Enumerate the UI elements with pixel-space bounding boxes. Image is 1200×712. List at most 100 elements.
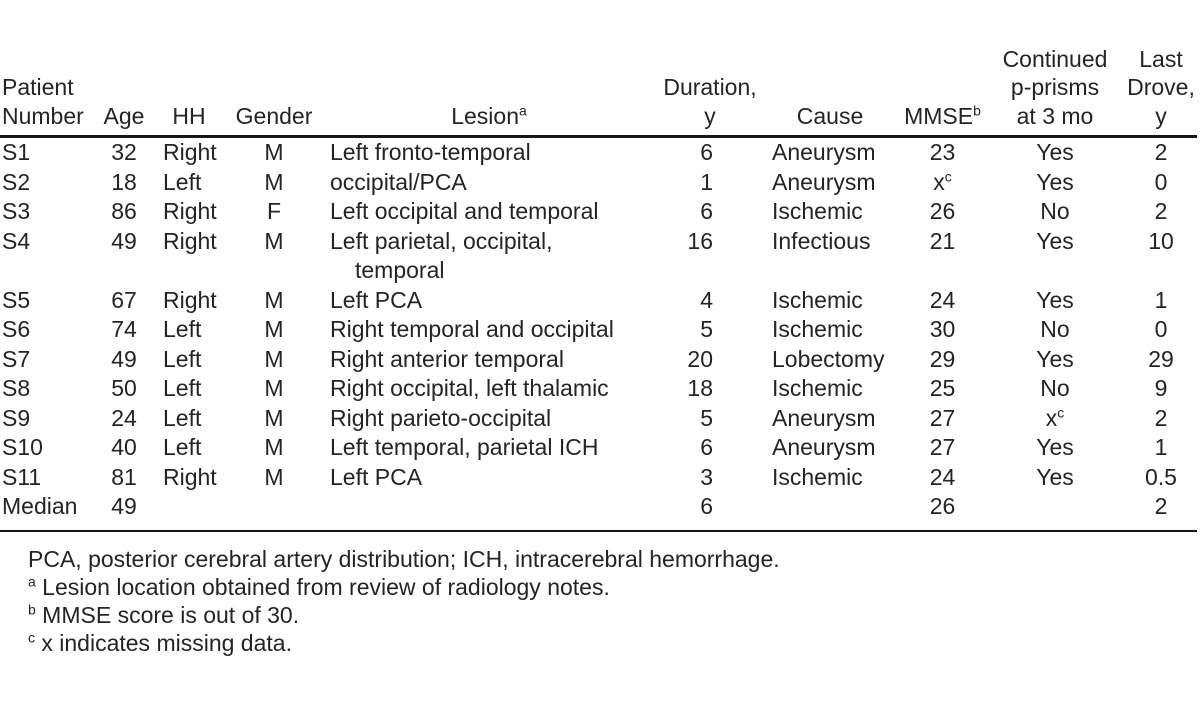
cell-last-drove: 9 <box>1154 375 1168 402</box>
cell-mmse: 29 <box>929 345 956 372</box>
cell-continued-p-prisms: Yes <box>1036 463 1074 490</box>
cell-continued-p-prisms: Yes <box>1036 345 1074 372</box>
column-header-line: p-prisms <box>1010 74 1100 101</box>
cell-duration: 3 <box>700 463 713 490</box>
cell-age: 32 <box>111 139 137 166</box>
cell-lesion: Left occipital and temporal <box>330 198 599 225</box>
cell-gender: M <box>264 375 284 402</box>
superscript: c <box>28 629 35 646</box>
cell-age: 18 <box>111 168 137 195</box>
footnote: PCA, posterior cerebral artery distribut… <box>28 545 780 572</box>
cell-last-drove: 2 <box>1154 404 1168 431</box>
superscript: b <box>973 102 981 119</box>
cell-gender: M <box>264 227 284 254</box>
cell-mmse: 26 <box>929 493 956 520</box>
cell-lesion: Left PCA <box>330 286 423 313</box>
column-header-duration: Duration,y <box>660 45 760 137</box>
column-header-line: Drove, <box>1127 74 1195 101</box>
cell-cause: Ischemic <box>772 463 863 490</box>
cell-hh: Left <box>163 168 202 195</box>
table-row: Median 49 6 26 2 <box>0 492 1197 531</box>
cell-cause: Ischemic <box>772 316 863 343</box>
cell-gender: M <box>264 286 284 313</box>
cell-continued-p-prisms: Yes <box>1036 434 1074 461</box>
column-header-line: y <box>1155 102 1167 129</box>
cell-continued-p-prisms: xc <box>1045 404 1065 431</box>
cell-patient-number: S6 <box>2 316 31 343</box>
cell-hh: Left <box>163 404 202 431</box>
column-header-cause: Cause <box>760 45 900 137</box>
cell-lesion: occipital/PCA <box>330 168 467 195</box>
cell-age: 49 <box>111 227 137 254</box>
cell-hh: Left <box>163 345 202 372</box>
cell-hh: Right <box>163 198 217 225</box>
cell-patient-number: S7 <box>2 345 31 372</box>
cell-patient-number: S2 <box>2 168 31 195</box>
cell-patient-number: S1 <box>2 139 31 166</box>
cell-age: 49 <box>111 345 137 372</box>
cell-continued-p-prisms: No <box>1040 316 1070 343</box>
cell-duration: 6 <box>700 434 713 461</box>
column-header-lesion: Lesiona <box>318 45 660 137</box>
cell-last-drove: 2 <box>1154 493 1168 520</box>
cell-age: 49 <box>111 493 137 520</box>
column-header-line: MMSEb <box>904 102 981 129</box>
cell-lesion: Right anterior temporal <box>330 345 564 372</box>
cell-lesion <box>318 492 660 531</box>
cell-hh: Left <box>163 375 202 402</box>
cell-last-drove: 1 <box>1154 434 1168 461</box>
cell-mmse: 30 <box>929 316 956 343</box>
superscript: a <box>518 102 527 119</box>
cell-hh: Left <box>163 434 202 461</box>
cell-continued-p-prisms: Yes <box>1036 168 1074 195</box>
cell-duration: 16 <box>687 227 713 254</box>
cell-patient-number: S9 <box>2 404 31 431</box>
cell-duration: 6 <box>700 493 713 520</box>
superscript: a <box>28 573 36 590</box>
cell-gender: M <box>264 316 284 343</box>
cell-duration: 18 <box>687 375 713 402</box>
cell-gender: M <box>264 463 284 490</box>
cell-last-drove: 0 <box>1154 316 1168 343</box>
cell-patient-number: S11 <box>2 463 42 490</box>
cell-hh: Right <box>163 139 217 166</box>
column-header-line: Patient <box>2 74 74 101</box>
cell-lesion: Right parieto-occipital <box>330 404 552 431</box>
column-header-line: Continued <box>1002 46 1108 72</box>
cell-gender: M <box>264 434 284 461</box>
column-header-line: Last <box>1139 46 1183 72</box>
column-header-hh: HH <box>148 45 230 137</box>
cell-age: 74 <box>111 316 137 343</box>
cell-hh <box>148 492 230 531</box>
cell-gender: M <box>264 139 284 166</box>
superscript: b <box>28 601 36 618</box>
column-header-line: Duration, <box>663 74 757 101</box>
column-header-gender: Gender <box>230 45 318 137</box>
cell-age: 81 <box>111 463 137 490</box>
cell-duration: 4 <box>700 286 713 313</box>
superscript: c <box>944 168 952 185</box>
cell-patient-number: Median <box>2 493 78 520</box>
column-header-line: y <box>704 102 716 129</box>
cell-duration: 5 <box>700 404 713 431</box>
cell-gender: M <box>264 404 284 431</box>
cell-last-drove: 2 <box>1154 139 1168 166</box>
cell-duration: 20 <box>687 345 713 372</box>
cell-duration: 1 <box>700 168 713 195</box>
cell-lesion: Left PCA <box>330 463 423 490</box>
cell-mmse: 24 <box>929 286 956 313</box>
cell-duration: 5 <box>700 316 713 343</box>
